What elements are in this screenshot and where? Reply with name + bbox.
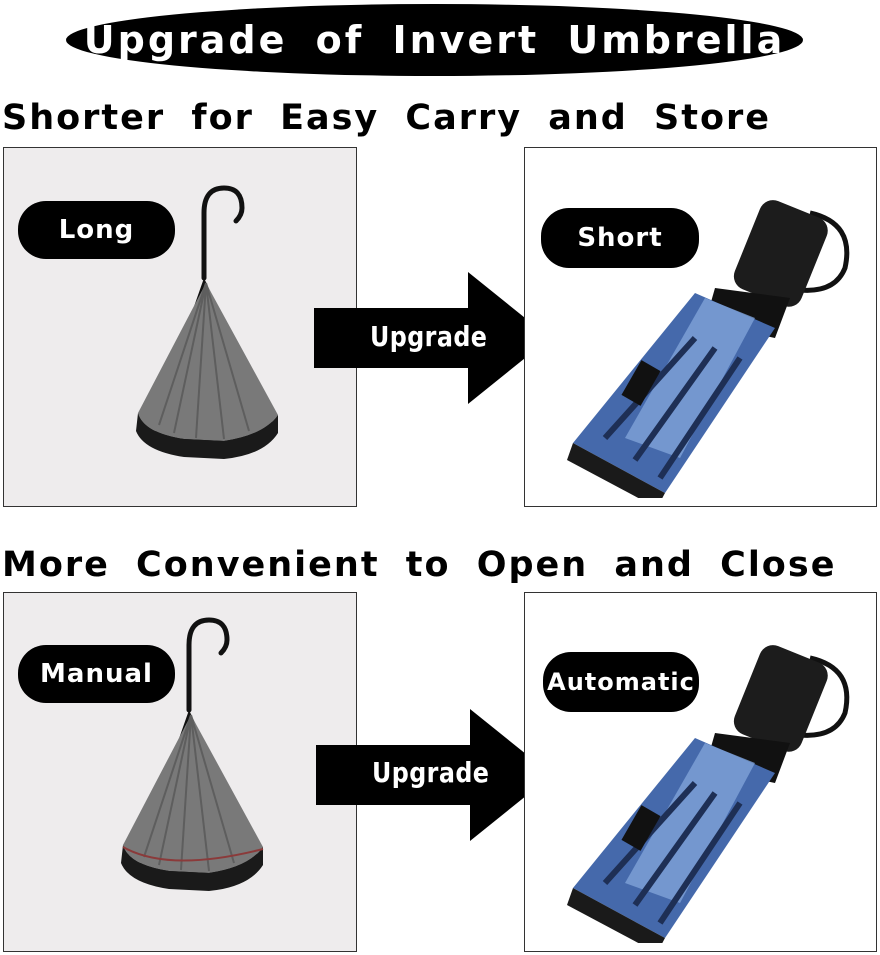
label-short: Short: [541, 208, 699, 268]
section-heading-open-close: More Convenient to Open and Close: [2, 545, 837, 585]
upgrade-label-1: Upgrade: [370, 320, 488, 353]
panel-manual-umbrella: Manual: [3, 592, 357, 952]
panel-long-umbrella: Long: [3, 147, 357, 507]
panel-short-umbrella: Short: [524, 147, 877, 507]
panel-automatic-umbrella: Automatic: [524, 592, 877, 952]
long-umbrella-icon: [136, 185, 278, 459]
right-arrow-icon: [316, 709, 552, 841]
label-long: Long: [18, 201, 175, 259]
long-umbrella-icon: [121, 617, 264, 891]
folded-umbrella-icon: [567, 645, 850, 943]
title-banner: Upgrade of Invert Umbrella: [66, 4, 803, 76]
folded-umbrella-icon: [567, 200, 850, 498]
section-heading-carry: Shorter for Easy Carry and Store: [2, 98, 772, 138]
banner-title: Upgrade of Invert Umbrella: [83, 18, 786, 62]
label-automatic: Automatic: [543, 652, 699, 712]
upgrade-label-2: Upgrade: [372, 756, 490, 789]
right-arrow-icon: [314, 272, 550, 404]
label-manual: Manual: [18, 645, 175, 703]
